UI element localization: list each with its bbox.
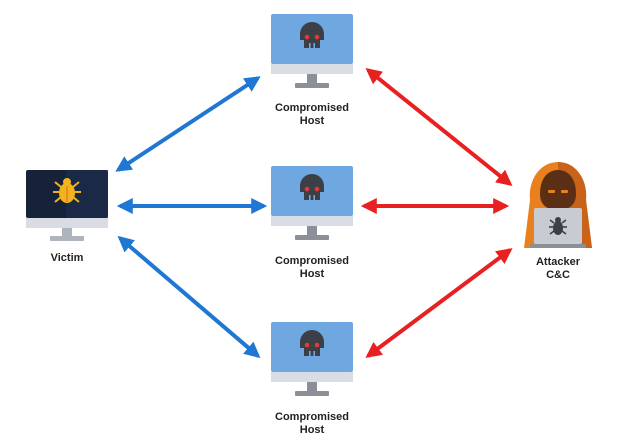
host-bottom-attacker-link xyxy=(365,248,513,358)
attacker-label-line1: Attacker xyxy=(535,256,581,268)
victim-host-bottom-link xyxy=(117,235,261,359)
victim-label-text: Victim xyxy=(50,252,84,264)
monitor-skull-icon xyxy=(271,14,353,88)
attacker-label-line2: C&C xyxy=(546,269,570,281)
host-bottom-label-line1: Compromised xyxy=(275,411,349,423)
monitor-skull-icon xyxy=(271,322,353,396)
host-bottom-label: Compromised Host xyxy=(252,411,372,437)
host-top-label: Compromised Host xyxy=(252,102,372,128)
victim-label: Victim xyxy=(26,252,108,265)
host-top-label-line1: Compromised xyxy=(275,102,349,114)
host-top-attacker-link xyxy=(365,67,513,187)
victim-host-top-link xyxy=(115,76,261,172)
hooded-hacker-laptop-icon xyxy=(524,162,592,248)
host-mid-label-line1: Compromised xyxy=(275,255,349,267)
monitor-bug-icon xyxy=(26,170,108,241)
host-bottom-label-line2: Host xyxy=(299,424,325,436)
attacker-label: Attacker C&C xyxy=(516,256,600,282)
host-top-label-line2: Host xyxy=(299,115,325,127)
host-mid-label-line2: Host xyxy=(299,268,325,280)
host-mid-label: Compromised Host xyxy=(252,255,372,281)
monitor-skull-icon xyxy=(271,166,353,240)
